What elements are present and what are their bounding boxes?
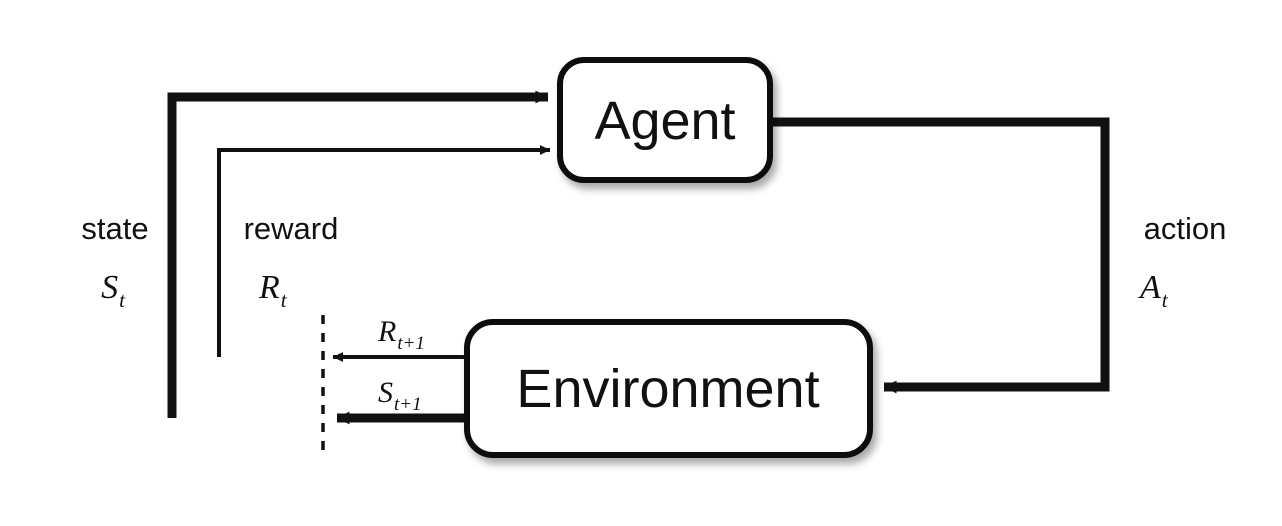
node-environment[interactable]: Environment — [464, 319, 873, 458]
node-agent[interactable]: Agent — [557, 57, 773, 183]
environment-label: Environment — [516, 359, 819, 419]
reward-symbol-group: Rt — [258, 269, 288, 312]
state-word: state — [81, 211, 148, 246]
reward-subscript: t — [281, 288, 288, 312]
edge-state-to-agent — [167, 90, 549, 418]
reward-word: reward — [244, 211, 339, 246]
reward-next-subscript: t+1 — [397, 333, 425, 354]
state-next-symbol-group: St+1 — [378, 376, 422, 415]
reward-arrow-path — [217, 145, 551, 357]
edge-action-to-environment — [770, 117, 1110, 394]
reward-next-symbol: R — [377, 315, 396, 348]
action-subscript: t — [1162, 288, 1169, 312]
state-next-symbol: S — [378, 376, 393, 409]
state-subscript: t — [119, 288, 126, 312]
action-symbol: A — [1138, 269, 1161, 306]
label-action: action At — [1138, 211, 1226, 312]
state-symbol-group: St — [101, 269, 126, 312]
state-symbol: S — [101, 269, 118, 306]
reward-symbol: R — [258, 269, 280, 306]
label-reward: reward Rt — [244, 211, 339, 312]
state-next-subscript: t+1 — [394, 394, 422, 415]
agent-box[interactable] — [557, 57, 773, 183]
action-symbol-group: At — [1138, 269, 1169, 312]
reward-next-symbol-group: Rt+1 — [377, 315, 425, 354]
edge-reward-to-agent — [217, 145, 551, 357]
label-reward-next: Rt+1 — [377, 315, 425, 354]
action-word: action — [1144, 211, 1227, 246]
environment-box[interactable] — [464, 319, 873, 458]
state-arrow-path — [167, 90, 549, 418]
action-arrow-path — [770, 117, 1110, 394]
label-state-next: St+1 — [378, 376, 422, 415]
agent-label: Agent — [594, 91, 735, 151]
label-state: state St — [81, 211, 148, 312]
